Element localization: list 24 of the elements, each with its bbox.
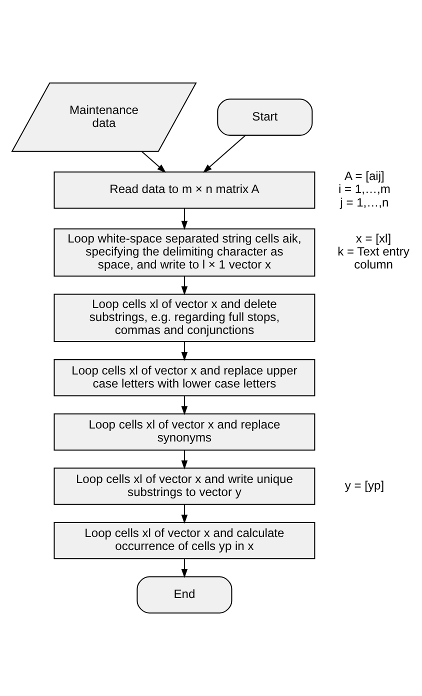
arrow [181,558,188,578]
node-box: Loop white-space separated string cells aik, specifying the delimiting character as space, and write to l × 1 vector x [54,228,316,277]
node-box: Read data to m × n matrix A [54,172,316,209]
node-box: Loop cells xl of vector x and replace upper case letters with lower case letters [54,359,316,396]
node-box: Loop cells xl of vector x and replace synonyms [54,413,316,451]
arrow [181,342,188,362]
node-box: Loop cells xl of vector x and calculate occurrence of cells yp in x [54,522,316,560]
node-label: k = Text entry column [338,244,410,272]
arrow [181,504,188,524]
node-label: x = [xl] [356,232,392,246]
node-box: End [136,576,232,614]
arrow [181,396,188,416]
node-box: Start [217,98,313,136]
node-label: A = [aij] [344,169,384,184]
arrow [142,151,166,173]
arrow [181,276,188,296]
node-label: j = 1,…,n [340,195,389,210]
arrow [202,135,246,173]
node-label: i = 1,…,m [338,182,390,196]
arrow [181,450,188,470]
node-label: y = [yp] [344,478,384,492]
node-box: Loop cells xl of vector x and delete substrings, e.g. regarding full stops, commas and conjunctions [54,294,316,342]
arrow [181,208,188,230]
node-box: Loop cells xl of vector x and write unique substrings to vector y [54,468,316,505]
